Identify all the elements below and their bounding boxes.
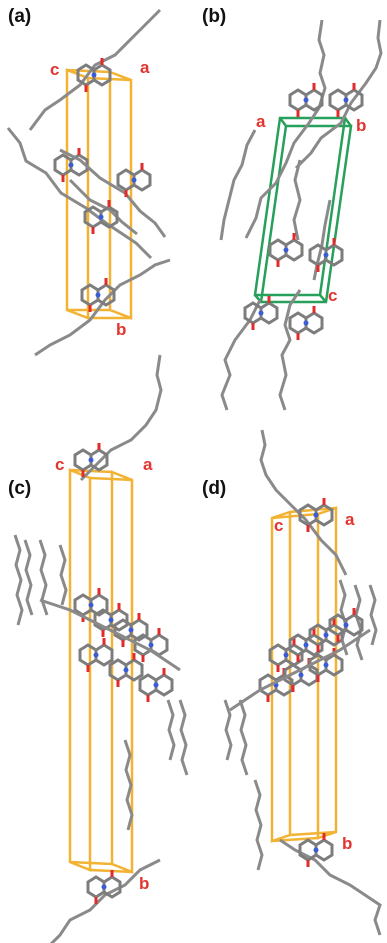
axis-label-c: c — [55, 455, 65, 474]
axis-label-c: c — [50, 60, 60, 79]
axis-label-b: b — [139, 874, 150, 893]
axis-label-a: a — [140, 58, 150, 77]
panel-b-structure — [219, 19, 383, 411]
axis-label-a: a — [345, 510, 355, 529]
panel-c-structure — [13, 354, 189, 943]
panel-label-c: (c) — [8, 478, 32, 499]
panel-a-structure — [6, 8, 171, 357]
panel-label-a: (a) — [8, 6, 32, 27]
axis-label-c: c — [274, 516, 284, 535]
panel-label-d: (d) — [202, 478, 227, 499]
axis-label-a: a — [143, 455, 153, 474]
axis-label-a: a — [256, 112, 266, 131]
axis-label-b: b — [356, 116, 367, 135]
axis-label-c: c — [328, 286, 338, 305]
panel-d-structure — [223, 429, 382, 936]
axis-label-b: b — [116, 320, 127, 339]
panel-label-b: (b) — [202, 6, 227, 27]
axis-label-b: b — [342, 834, 353, 853]
